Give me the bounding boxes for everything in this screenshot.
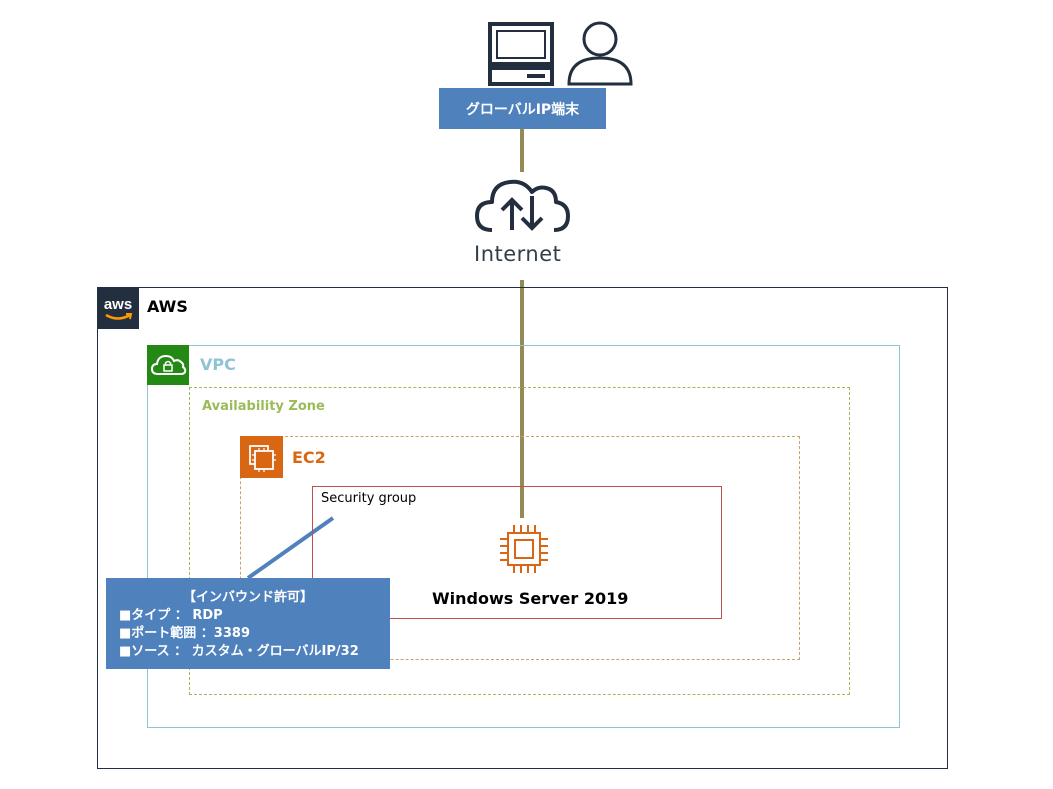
ec2-label: EC2 xyxy=(292,448,326,467)
aws-cloud-group xyxy=(97,287,948,769)
inbound-rule-type: ■タイプ ： RDP xyxy=(119,608,223,623)
server-label: Windows Server 2019 xyxy=(432,589,629,608)
aws-logo: aws xyxy=(97,287,139,329)
cloud-upload-download-icon xyxy=(474,172,570,236)
vpc-label: VPC xyxy=(200,355,236,374)
security-group-label: Security group xyxy=(321,491,417,506)
aws-label: AWS xyxy=(147,297,188,316)
security-group xyxy=(312,486,722,619)
availability-zone-group xyxy=(189,387,850,695)
aws-logo-text: aws xyxy=(104,296,132,313)
internet-label: Internet xyxy=(474,242,562,266)
ec2-group xyxy=(240,436,800,660)
inbound-rule-source: ■ソース ： カスタム・グローバルIP/32 xyxy=(119,644,359,659)
desktop-computer-icon xyxy=(488,22,554,86)
inbound-rule-port: ■ポート範囲 ：3389 xyxy=(119,626,250,641)
user-icon xyxy=(567,21,633,86)
availability-zone-label: Availability Zone xyxy=(202,399,325,414)
terminal-label: グローバルIP端末 xyxy=(439,88,606,129)
inbound-rules-callout: 【インバウンド許可】 ■タイプ ： RDP ■ポート範囲 ：3389 ■ソース … xyxy=(106,578,390,669)
cpu-chip-icon xyxy=(500,525,548,573)
ec2-instances-icon xyxy=(240,436,283,478)
vpc-cloud-lock-icon xyxy=(147,345,189,385)
inbound-title: 【インバウンド許可】 xyxy=(182,590,313,605)
vpc-group xyxy=(147,345,900,728)
callout-line xyxy=(246,516,335,580)
